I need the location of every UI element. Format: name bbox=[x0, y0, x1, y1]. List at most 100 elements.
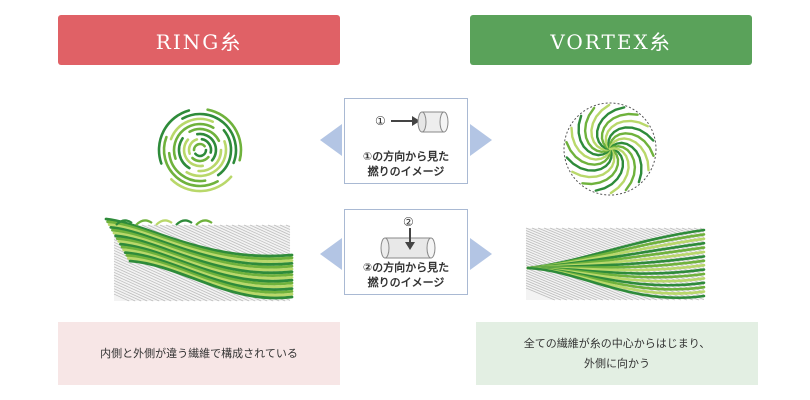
ring-fiber-arc bbox=[157, 109, 191, 165]
view-direction-1-panel: ① ①の方向から見た 撚りのイメージ bbox=[344, 98, 468, 184]
yarn-hatch-line bbox=[267, 224, 291, 236]
yarn-hatch-line bbox=[525, 280, 573, 301]
yarn-hatch-line bbox=[525, 285, 561, 301]
yarn-hatch-line bbox=[237, 224, 291, 249]
vortex-fiber-spiral bbox=[608, 137, 650, 172]
yarn-hatch-line bbox=[525, 277, 579, 301]
view-1-caption: ①の方向から見た 撚りのイメージ bbox=[362, 150, 450, 178]
ring-yarn-header: RING糸 bbox=[58, 15, 340, 65]
ring-fiber-arc bbox=[177, 137, 191, 170]
vortex-fiber-spiral bbox=[594, 147, 624, 192]
ring-fiber-strand bbox=[112, 231, 294, 272]
view-2-caption: ②の方向から見た 撚りのイメージ bbox=[362, 261, 450, 289]
vortex-fiber-spiral bbox=[608, 144, 637, 192]
ring-side-view-illustration bbox=[104, 217, 294, 302]
ring-fiber-arc bbox=[216, 129, 233, 177]
ring-fiber-arc bbox=[167, 151, 207, 183]
yarn-hatch-line bbox=[113, 293, 130, 302]
yarn-hatch-line bbox=[113, 288, 142, 302]
ring-fiber-strand bbox=[111, 228, 294, 269]
yarn-hatch-line bbox=[213, 224, 291, 260]
yarn-hatch-line bbox=[113, 285, 148, 302]
ring-fiber-arc bbox=[197, 148, 223, 173]
ring-fiber-end bbox=[195, 219, 213, 226]
yarn-hatch-line bbox=[255, 224, 291, 241]
ring-fiber-end bbox=[115, 219, 133, 226]
left-pointer-triangle-1 bbox=[320, 124, 342, 156]
yarn-hatch-line bbox=[113, 269, 184, 302]
ring-fiber-arc bbox=[192, 142, 206, 152]
ring-fiber-end bbox=[135, 219, 153, 226]
ring-fiber-arc bbox=[200, 137, 213, 154]
vortex-fiber-spiral bbox=[608, 147, 630, 195]
yarn-hatch-line bbox=[525, 265, 609, 301]
yarn-hatch-line bbox=[279, 224, 291, 230]
yarn-hatch-line bbox=[675, 227, 705, 240]
yarn-hatch-line bbox=[525, 282, 567, 301]
ring-fiber-strand bbox=[107, 223, 294, 264]
vortex-fiber-spiral bbox=[596, 106, 626, 151]
ring-fiber-arc bbox=[169, 117, 214, 141]
yarn-hatch-line bbox=[113, 291, 136, 302]
yarn-hatch-line bbox=[113, 263, 196, 302]
vortex-cross-section-illustration bbox=[563, 102, 657, 196]
ring-fiber-strand bbox=[122, 248, 294, 289]
ring-fiber-end bbox=[155, 219, 173, 226]
ring-fiber-arc bbox=[172, 122, 215, 160]
yarn-hatch-line bbox=[261, 224, 291, 239]
yarn-hatch-line bbox=[525, 275, 585, 301]
ring-fiber-arc bbox=[182, 138, 204, 168]
vortex-fiber-spiral bbox=[583, 106, 612, 154]
vortex-fiber-spiral bbox=[590, 103, 612, 151]
yarn-hatch-line bbox=[113, 280, 160, 302]
ring-fiber-end bbox=[175, 219, 193, 226]
ring-fiber-strand bbox=[125, 254, 294, 294]
yarn-hatch-line bbox=[113, 261, 202, 302]
ring-fiber-arc bbox=[206, 108, 243, 162]
ring-fiber-arc bbox=[181, 112, 238, 165]
ring-fiber-strand bbox=[117, 240, 294, 280]
ring-fiber-strand bbox=[109, 226, 294, 266]
ring-fiber-strand bbox=[123, 251, 294, 292]
ring-fiber-strand bbox=[127, 256, 294, 297]
ring-fiber-strand bbox=[115, 237, 294, 278]
yarn-hatch-line bbox=[525, 272, 591, 301]
yarn-hatch-line bbox=[113, 274, 172, 302]
ring-fiber-strand bbox=[119, 242, 294, 283]
yarn-hatch-line bbox=[113, 271, 178, 302]
ring-fiber-strand bbox=[120, 245, 294, 286]
vortex-fiber-spiral bbox=[604, 119, 649, 151]
view-2-marker: ② bbox=[403, 215, 414, 229]
ring-fiber-arc bbox=[187, 138, 199, 155]
vortex-fiber-spiral bbox=[607, 126, 655, 151]
ring-description: 内側と外側が違う繊維で構成されている bbox=[58, 322, 340, 385]
ring-fiber-arc bbox=[191, 155, 210, 163]
vortex-fiber-spiral bbox=[581, 147, 620, 186]
yarn-hatch-line bbox=[231, 224, 291, 252]
ring-fiber-arc bbox=[194, 148, 208, 158]
yarn-hatch-line bbox=[219, 224, 291, 258]
ring-fiber-arc bbox=[188, 127, 221, 143]
ring-fiber-arc bbox=[170, 175, 233, 193]
vortex-fiber-spiral bbox=[608, 132, 655, 157]
vortex-description: 全ての繊維が糸の中心からはじまり、 外側に向かう bbox=[476, 322, 758, 385]
vortex-side-view-illustration bbox=[525, 227, 706, 301]
cylinder-side-view-icon: ② bbox=[380, 215, 436, 259]
vortex-fiber-spiral bbox=[577, 114, 612, 157]
yarn-hatch-line bbox=[113, 258, 208, 302]
vortex-fiber-spiral bbox=[565, 147, 613, 172]
yarn-hatch-line bbox=[285, 224, 291, 228]
ring-fiber-arc bbox=[185, 140, 228, 178]
cylinder-end-view-icon: ① bbox=[375, 111, 449, 133]
yarn-hatch-line bbox=[113, 277, 166, 302]
left-pointer-triangle-2 bbox=[320, 238, 342, 270]
yarn-hatch-line bbox=[525, 267, 603, 301]
yarn-hatch-line bbox=[225, 224, 291, 255]
yarn-hatch-line bbox=[243, 224, 291, 247]
ring-fiber-strand bbox=[114, 234, 294, 275]
ring-fiber-arc bbox=[162, 135, 219, 188]
view-1-marker: ① bbox=[375, 114, 386, 128]
yarn-hatch-line bbox=[273, 224, 291, 233]
yarn-hatch-line bbox=[113, 266, 190, 302]
vortex-fiber-spiral bbox=[608, 141, 643, 184]
